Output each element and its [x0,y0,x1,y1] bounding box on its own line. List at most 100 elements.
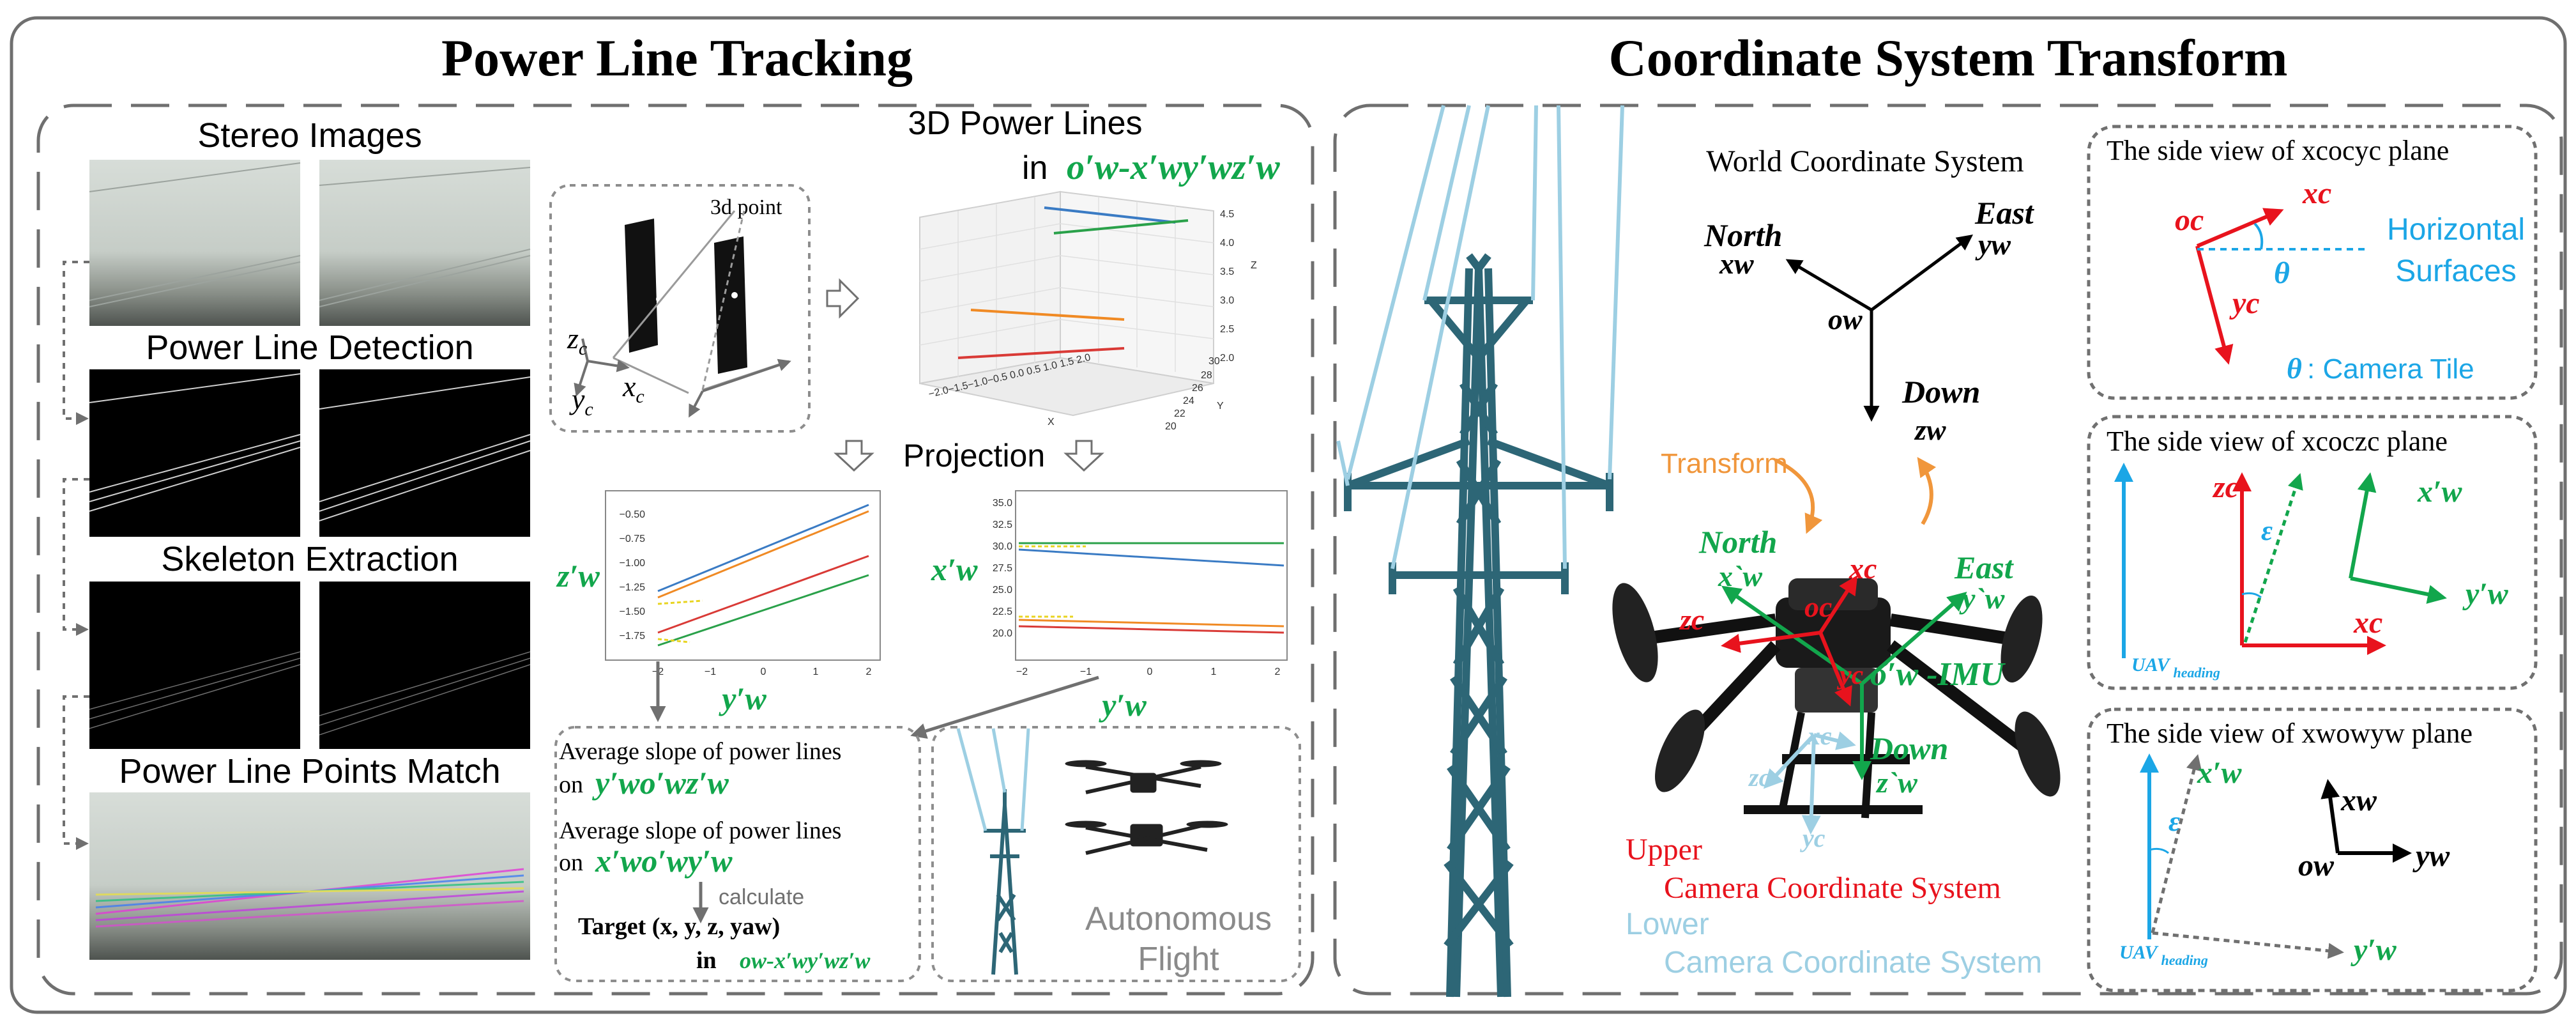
camera-axes [574,338,791,418]
stereo-image-right [319,160,530,326]
world-ow: ow [1828,303,1863,335]
plot2-down-arrow [910,675,1099,739]
point-3d-label: 3d point [710,196,782,219]
avg-slope-2: Average slope of power lines [559,817,841,844]
plot-3d: 4.5 4.0 3.5 3.0 2.5 2.0 Z 30 28 26 24 22… [919,190,1257,432]
detection-label: Power Line Detection [146,328,473,367]
lower-xc: xc [1807,721,1832,750]
p3d-z-tick-4: 3.0 [1220,295,1234,306]
tower-wires [1336,105,1624,569]
plot1-ylabel: z′w [556,558,600,594]
side1-theta-legend: θ [2287,352,2302,385]
plot2-frame [1015,490,1288,661]
proj-arrow-left [834,440,874,472]
detection-image-left [89,369,300,537]
left-panel-frame [36,104,1315,996]
avg-plane-1: y′wo′wz′w [592,765,729,801]
drone-north: North [1698,524,1777,560]
side1-xc: xc [2302,176,2331,210]
plot2-lines [1018,542,1284,634]
world-north: North [1703,217,1782,253]
transform-label: Transform [1661,448,1788,479]
side2-eps: ε [2261,515,2273,546]
mini-drone-icon [1065,760,1228,855]
side1-surfaces: Surfaces [2395,254,2516,288]
p2-x-tick-5: 2 [1275,667,1281,677]
side1-oc: oc [2175,203,2204,237]
skeleton-label: Skeleton Extraction [161,540,458,578]
flight-box [931,726,1301,982]
stereo-wires [89,162,531,307]
right-panel-title: Coordinate System Transform [1609,29,2288,87]
side2-title: The side view of xcoczc plane [2107,426,2448,457]
p3d-y-tick-6: 20 [1165,421,1177,432]
side1-yc: yc [2229,286,2260,320]
side3-yw: yw [2412,839,2450,873]
p3d-y-tick-2: 28 [1201,370,1212,381]
p3d-x-axis-label: X [1048,417,1055,428]
side1-tile: : Camera Tile [2307,353,2474,385]
outer-frame [10,16,2567,1014]
transform-arrow-left [1774,458,1823,534]
p2-y-tick-6: 22.5 [993,606,1012,617]
p3d-z-tick-3: 3.5 [1220,266,1234,277]
p3d-z-tick-2: 4.0 [1220,238,1234,249]
p1-x-tick-5: 2 [866,667,872,677]
target-label: Target (x, y, z, yaw) [578,913,780,940]
p1-x-tick-4: 1 [813,667,819,677]
slope-box [554,726,921,982]
p2-y-tick-1: 35.0 [993,498,1012,509]
drone-yw: y`w [1959,582,2005,615]
drone-upper-camera-axes [1721,574,1858,707]
side2-eps-arc [2241,592,2262,599]
p1-x-tick-3: 0 [761,667,766,677]
side2-xc: xc [2353,606,2382,640]
p2-x-tick-4: 1 [1211,667,1217,677]
side3-yw-prime: y′w [2351,933,2397,967]
side3-xw: xw [2340,783,2377,817]
side-view-box-1 [2087,125,2538,400]
world-yw: yw [1975,228,2011,261]
target-frame: ow-x′wy′wz′w [740,948,871,973]
p2-y-tick-4: 27.5 [993,563,1012,574]
side-view-box-3 [2087,707,2538,992]
stereo-images-label: Stereo Images [197,116,422,155]
side3-gray-axes [2151,754,2344,959]
p1-y-tick-4: −1.25 [620,582,646,593]
p2-y-tick-7: 20.0 [993,628,1012,639]
target-in: in [696,947,717,974]
lower-label: Lower [1626,907,1709,941]
yc-label: yc [569,383,593,420]
side3-ow: ow [2298,849,2335,882]
upper-label: Upper [1626,833,1702,867]
skeleton-image-right [319,582,530,749]
transmission-tower-icon [1344,253,1613,998]
transform-arrow-right [1917,457,1937,525]
p1-y-tick-2: −0.75 [620,534,646,544]
side2-camera-axes [2232,472,2386,655]
plot1-lines [657,504,869,647]
drone-oc: oc [1804,590,1832,623]
right-panel-frame [1333,104,2563,996]
side2-yw: y′w [2462,577,2509,611]
proj-arrow-right [1063,440,1104,472]
world-cs-label: World Coordinate System [1706,144,2023,178]
skeleton-image-left [89,582,300,749]
drone-lower-camera-axes [1763,731,1856,835]
world-down: Down [1902,374,1980,410]
drone-imu: o′w -IMU [1870,656,2006,693]
lower-cs-label: Camera Coordinate System [1664,946,2042,980]
camera-planes [625,219,747,374]
p3d-y-tick-4: 24 [1183,396,1194,406]
p3d-y-tick-1: 30 [1208,356,1220,367]
flow-arrow-right [826,278,860,319]
lines-3d-title: 3D Power Lines [908,105,1142,142]
match-label: Power Line Points Match [119,752,500,790]
p3d-z-tick-5: 2.5 [1220,324,1234,335]
side2-zc: zc [2212,470,2239,504]
drone-yc: yc [1836,661,1864,690]
p1-y-tick-5: −1.50 [620,606,646,617]
p2-x-tick-2: −1 [1080,667,1092,677]
avg-on-2: on [559,849,583,876]
